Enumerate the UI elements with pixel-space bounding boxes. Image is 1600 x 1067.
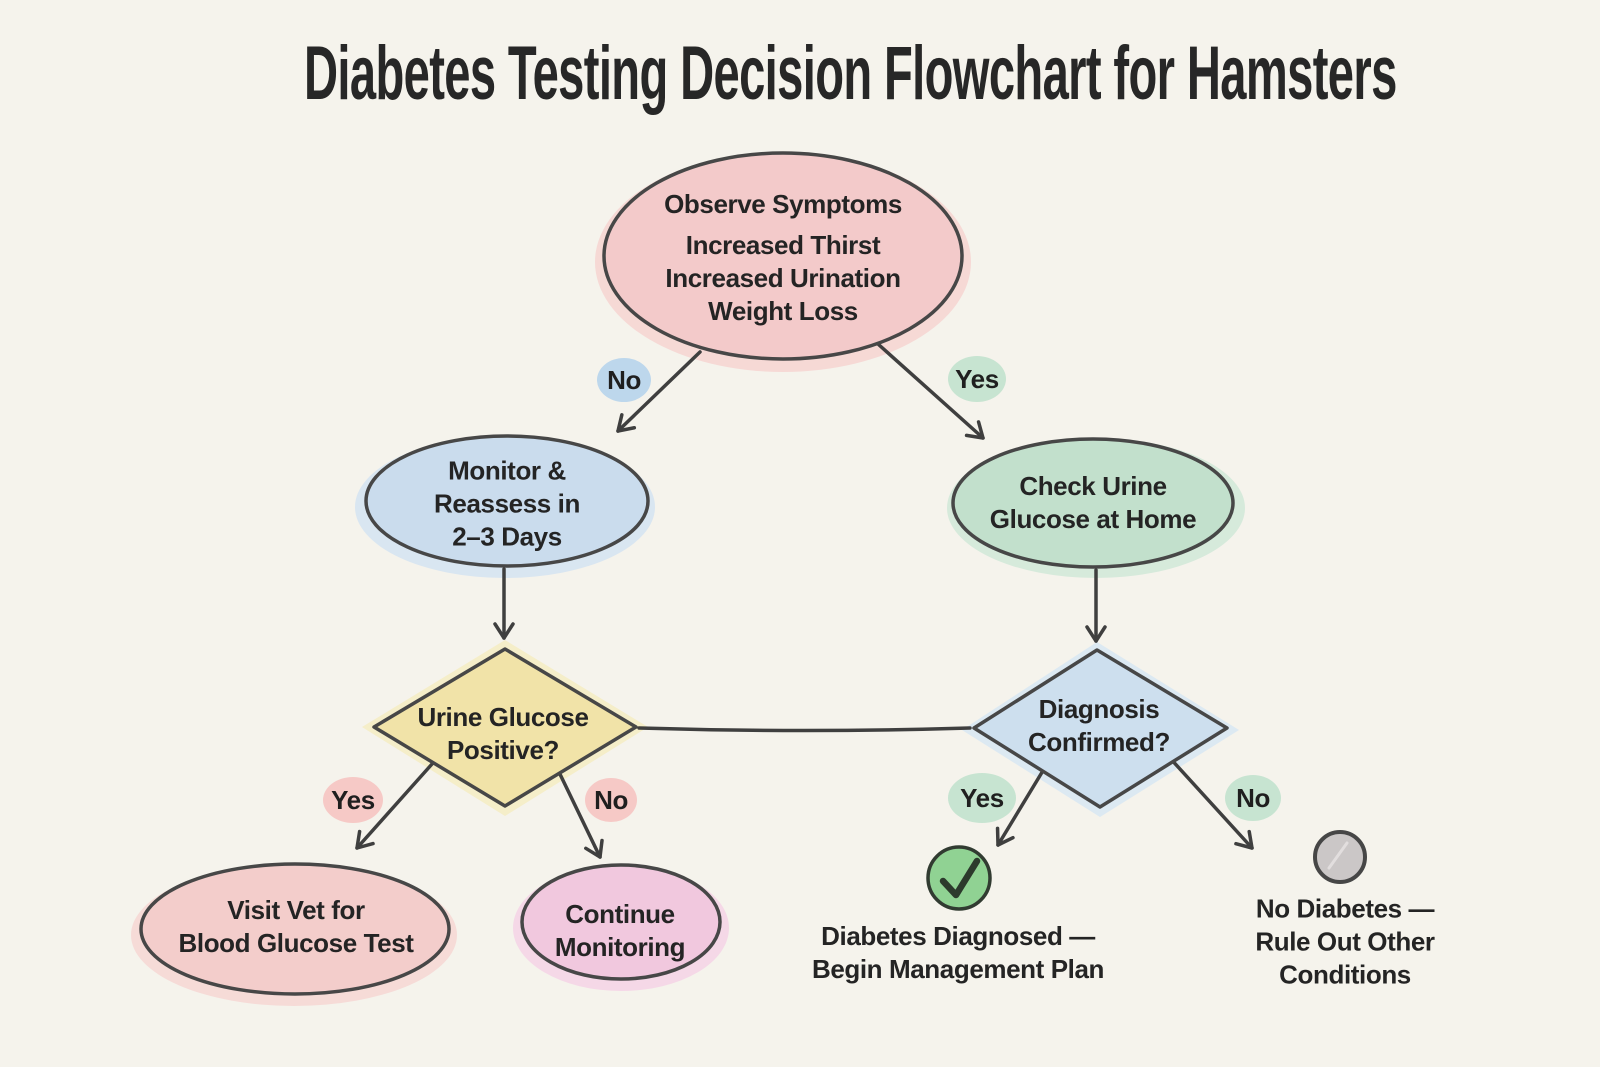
node-continue-monitoring	[520, 863, 722, 981]
visit-vet-line: Visit Vet for	[227, 895, 365, 925]
edge-label-text: Yes	[955, 363, 999, 394]
check-urine-label: Check Urine Glucose at Home	[989, 470, 1197, 536]
node-visit-vet	[139, 862, 451, 996]
edge-label-text: No	[607, 364, 641, 395]
check-icon	[926, 845, 992, 911]
node-monitor-reassess	[364, 434, 650, 568]
diabetes-diagnosed-label: Diabetes Diagnosed — Begin Management Pl…	[811, 920, 1105, 986]
symptom-line: Increased Urination	[665, 263, 901, 293]
connector-diamonds-line	[637, 726, 972, 733]
page-title: Diabetes Testing Decision Flowchart for …	[304, 31, 1397, 116]
arrow-diagnosis-no-to-no-diabetes	[1167, 755, 1254, 850]
visit-vet-label: Visit Vet for Blood Glucose Test	[178, 894, 413, 960]
arrow-observe-to-check-urine	[876, 342, 985, 440]
edge-label-urine-yes: Yes	[323, 777, 383, 823]
edge-label-text: No	[594, 784, 628, 815]
node-observe-symptoms	[602, 151, 964, 361]
diagnosed-line: Begin Management Plan	[811, 954, 1105, 984]
no-diabetes-line: Conditions	[1279, 959, 1411, 990]
observe-symptoms-label: Observe Symptoms Increased Thirst Increa…	[664, 188, 902, 328]
edge-label-observe-no: No	[597, 358, 651, 402]
edge-label-urine-no: No	[585, 778, 637, 822]
edge-label-diagnosis-no: No	[1225, 775, 1281, 821]
decision-urine-glucose-positive	[372, 647, 638, 808]
continue-line: Monitoring	[554, 932, 686, 962]
no-diabetes-line: Rule Out Other	[1255, 926, 1435, 957]
arrow-diagnosis-yes-to-diagnosed	[995, 767, 1046, 847]
diagnosis-line: Diagnosis	[1038, 694, 1160, 724]
urine-positive-line: Positive?	[446, 735, 559, 765]
edge-label-text: No	[1236, 782, 1270, 813]
observe-heading: Observe Symptoms	[664, 189, 902, 219]
check-urine-line: Check Urine	[1019, 471, 1167, 501]
arrow-urine-no-to-continue	[556, 768, 604, 859]
monitor-line: 2–3 Days	[452, 521, 562, 552]
symptom-line: Increased Thirst	[685, 230, 881, 260]
symptom-line: Weight Loss	[708, 296, 858, 326]
visit-vet-line: Blood Glucose Test	[178, 928, 414, 958]
edge-label-observe-yes: Yes	[948, 356, 1006, 402]
no-diabetes-label: No Diabetes — Rule Out Other Conditions	[1255, 893, 1435, 992]
monitor-line: Reassess in	[434, 488, 580, 519]
continue-line: Continue	[565, 899, 675, 929]
check-urine-line: Glucose at Home	[989, 504, 1197, 534]
urine-positive-label: Urine Glucose Positive?	[417, 701, 588, 767]
monitor-line: Monitor &	[448, 455, 566, 486]
no-diabetes-line: No Diabetes —	[1255, 893, 1435, 924]
urine-positive-line: Urine Glucose	[417, 702, 589, 732]
arrow-observe-to-monitor	[616, 350, 702, 433]
diagnosis-confirmed-label: Diagnosis Confirmed?	[1028, 693, 1170, 759]
decision-diagnosis-confirmed	[972, 648, 1229, 809]
node-check-urine-glucose	[951, 437, 1235, 569]
gray-circle-icon	[1313, 830, 1367, 884]
edge-label-text: Yes	[331, 784, 375, 815]
edge-label-text: Yes	[960, 782, 1004, 813]
monitor-reassess-label: Monitor & Reassess in 2–3 Days	[434, 455, 580, 554]
diagnosis-line: Confirmed?	[1028, 727, 1170, 757]
diagnosed-line: Diabetes Diagnosed —	[821, 921, 1095, 951]
continue-monitoring-label: Continue Monitoring	[554, 898, 686, 964]
edge-label-diagnosis-yes: Yes	[948, 773, 1016, 823]
arrow-urine-yes-to-visit-vet	[355, 762, 434, 850]
